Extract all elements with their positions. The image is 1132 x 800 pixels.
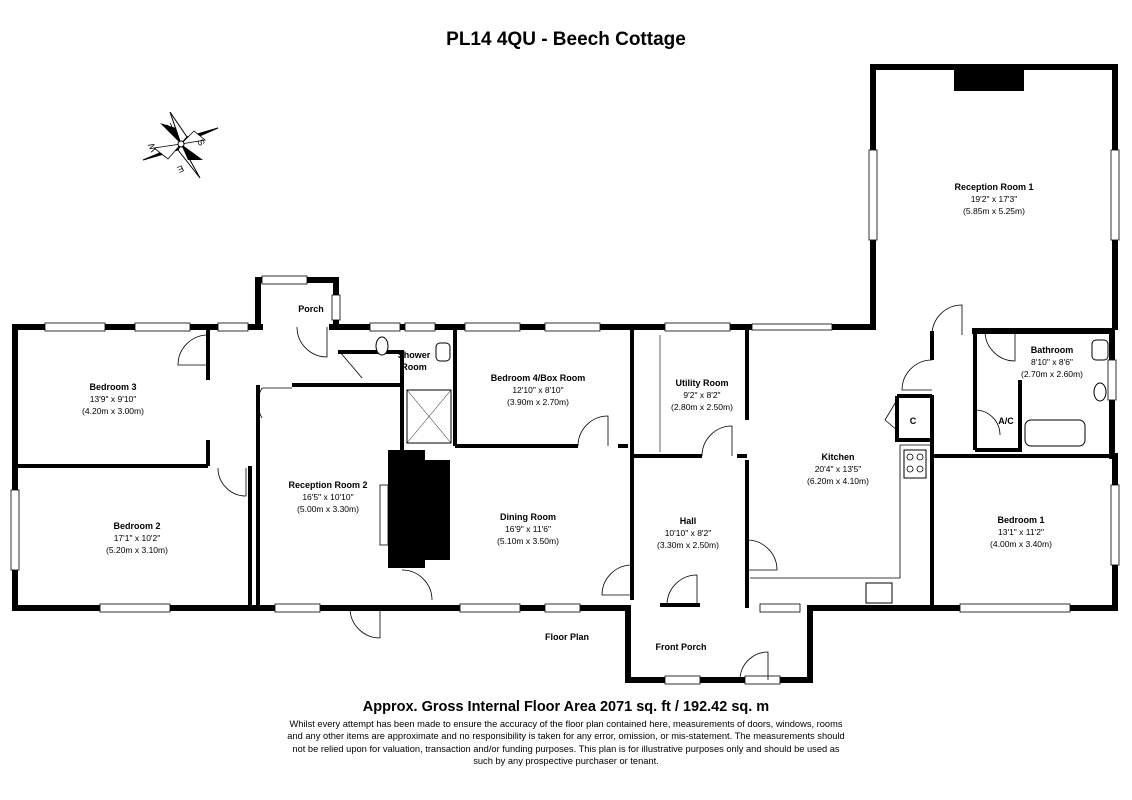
- compass-letter-w: W: [146, 141, 159, 153]
- room-imperial: 13'1" x 11'2": [998, 527, 1044, 537]
- room-label-dining: Dining Room 16'9" x 11'6" (5.10m x 3.50m…: [497, 512, 559, 546]
- room-label-bedroom4: Bedroom 4/Box Room 12'10" x 8'10" (3.90m…: [491, 373, 586, 407]
- room-name: Bedroom 4/Box Room: [491, 373, 586, 383]
- room-name: Front Porch: [656, 642, 707, 652]
- room-label-reception1: Reception Room 1 19'2" x 17'3" (5.85m x …: [954, 182, 1033, 216]
- room-imperial: 16'5" x 10'10": [302, 492, 353, 502]
- room-name: Bedroom 3: [89, 382, 136, 392]
- plan-title: PL14 4QU - Beech Cottage: [446, 29, 686, 50]
- room-metric: (3.90m x 2.70m): [507, 397, 569, 407]
- room-metric: (6.20m x 4.10m): [807, 476, 869, 486]
- room-label-porch: Porch: [298, 304, 324, 314]
- room-name: Reception Room 2: [288, 480, 367, 490]
- compass-letter-s: S: [195, 138, 207, 148]
- cupboard-label-c: C: [910, 416, 917, 426]
- compass-rose-icon: N S E W: [142, 111, 219, 179]
- room-metric: (4.20m x 3.00m): [82, 406, 144, 416]
- room-imperial: 20'4" x 13'5": [815, 464, 862, 474]
- worktop: [750, 444, 930, 579]
- compass-letter-e: E: [176, 163, 186, 175]
- room-imperial: 10'10" x 8'2": [665, 528, 712, 538]
- room-label-frontporch: Front Porch: [656, 642, 707, 652]
- room-label-bedroom1: Bedroom 1 13'1" x 11'2" (4.00m x 3.40m): [990, 515, 1052, 549]
- compass-letter-n: N: [165, 121, 175, 133]
- room-labels: Reception Room 1 19'2" x 17'3" (5.85m x …: [82, 182, 1083, 652]
- room-name: Shower: [398, 350, 431, 360]
- room-label-reception2: Reception Room 2 16'5" x 10'10" (5.00m x…: [288, 480, 367, 514]
- room-name: Bathroom: [1031, 345, 1074, 355]
- room-name: Porch: [298, 304, 324, 314]
- room-imperial: 16'9" x 11'6": [505, 524, 551, 534]
- room-metric: (2.70m x 2.60m): [1021, 369, 1083, 379]
- disclaimer-text: Whilst every attempt has been made to en…: [287, 719, 845, 766]
- gross-internal-area: Approx. Gross Internal Floor Area 2071 s…: [362, 699, 770, 715]
- room-label-hall: Hall 10'10" x 8'2" (3.30m x 2.50m): [657, 516, 719, 550]
- room-label-bathroom: Bathroom 8'10" x 8'6" (2.70m x 2.60m): [1021, 345, 1083, 379]
- room-name-line2: Room: [401, 362, 427, 372]
- interior-walls: [15, 330, 1112, 608]
- room-imperial: 9'2" x 8'2": [683, 390, 720, 400]
- windows: [10, 149, 1120, 685]
- room-metric: (3.30m x 2.50m): [657, 540, 719, 550]
- room-metric: (4.00m x 3.40m): [990, 539, 1052, 549]
- hob-icon: [903, 449, 927, 479]
- room-metric: (2.80m x 2.50m): [671, 402, 733, 412]
- room-name: Kitchen: [821, 452, 854, 462]
- room-imperial: 17'1" x 10'2": [114, 533, 161, 543]
- room-imperial: 19'2" x 17'3": [971, 194, 1018, 204]
- room-imperial: 8'10" x 8'6": [1031, 357, 1073, 367]
- room-name: Bedroom 2: [113, 521, 160, 531]
- floor-plan-label: Floor Plan: [545, 632, 589, 642]
- room-metric: (5.20m x 3.10m): [106, 545, 168, 555]
- room-label-bedroom3: Bedroom 3 13'9" x 9'10" (4.20m x 3.00m): [82, 382, 144, 416]
- sink-icon: [865, 582, 893, 604]
- room-label-bedroom2: Bedroom 2 17'1" x 10'2" (5.20m x 3.10m): [106, 521, 168, 555]
- room-name: Dining Room: [500, 512, 556, 522]
- fixtures: [375, 67, 1109, 604]
- doors: [177, 304, 1016, 681]
- toilet-icon: [375, 336, 389, 356]
- room-label-utility: Utility Room 9'2" x 8'2" (2.80m x 2.50m): [671, 378, 733, 412]
- room-metric: (5.85m x 5.25m): [963, 206, 1025, 216]
- room-metric: (5.00m x 3.30m): [297, 504, 359, 514]
- room-name: Hall: [680, 516, 697, 526]
- cupboard-label-ac: A/C: [998, 416, 1014, 426]
- room-metric: (5.10m x 3.50m): [497, 536, 559, 546]
- basin-icon-2: [1091, 339, 1109, 361]
- bath-icon: [1024, 419, 1086, 447]
- basin-icon: [435, 342, 451, 362]
- room-imperial: 12'10" x 8'10": [512, 385, 563, 395]
- chimney-breast-1: [954, 67, 1024, 91]
- room-imperial: 13'9" x 9'10": [90, 394, 137, 404]
- room-label-shower: Shower Room: [398, 350, 431, 372]
- toilet-icon-2: [1093, 382, 1107, 402]
- room-name: Utility Room: [676, 378, 729, 388]
- room-name: Bedroom 1: [997, 515, 1044, 525]
- room-name: Reception Room 1: [954, 182, 1033, 192]
- room-label-kitchen: Kitchen 20'4" x 13'5" (6.20m x 4.10m): [807, 452, 869, 486]
- chimney-breast-2: [388, 450, 450, 568]
